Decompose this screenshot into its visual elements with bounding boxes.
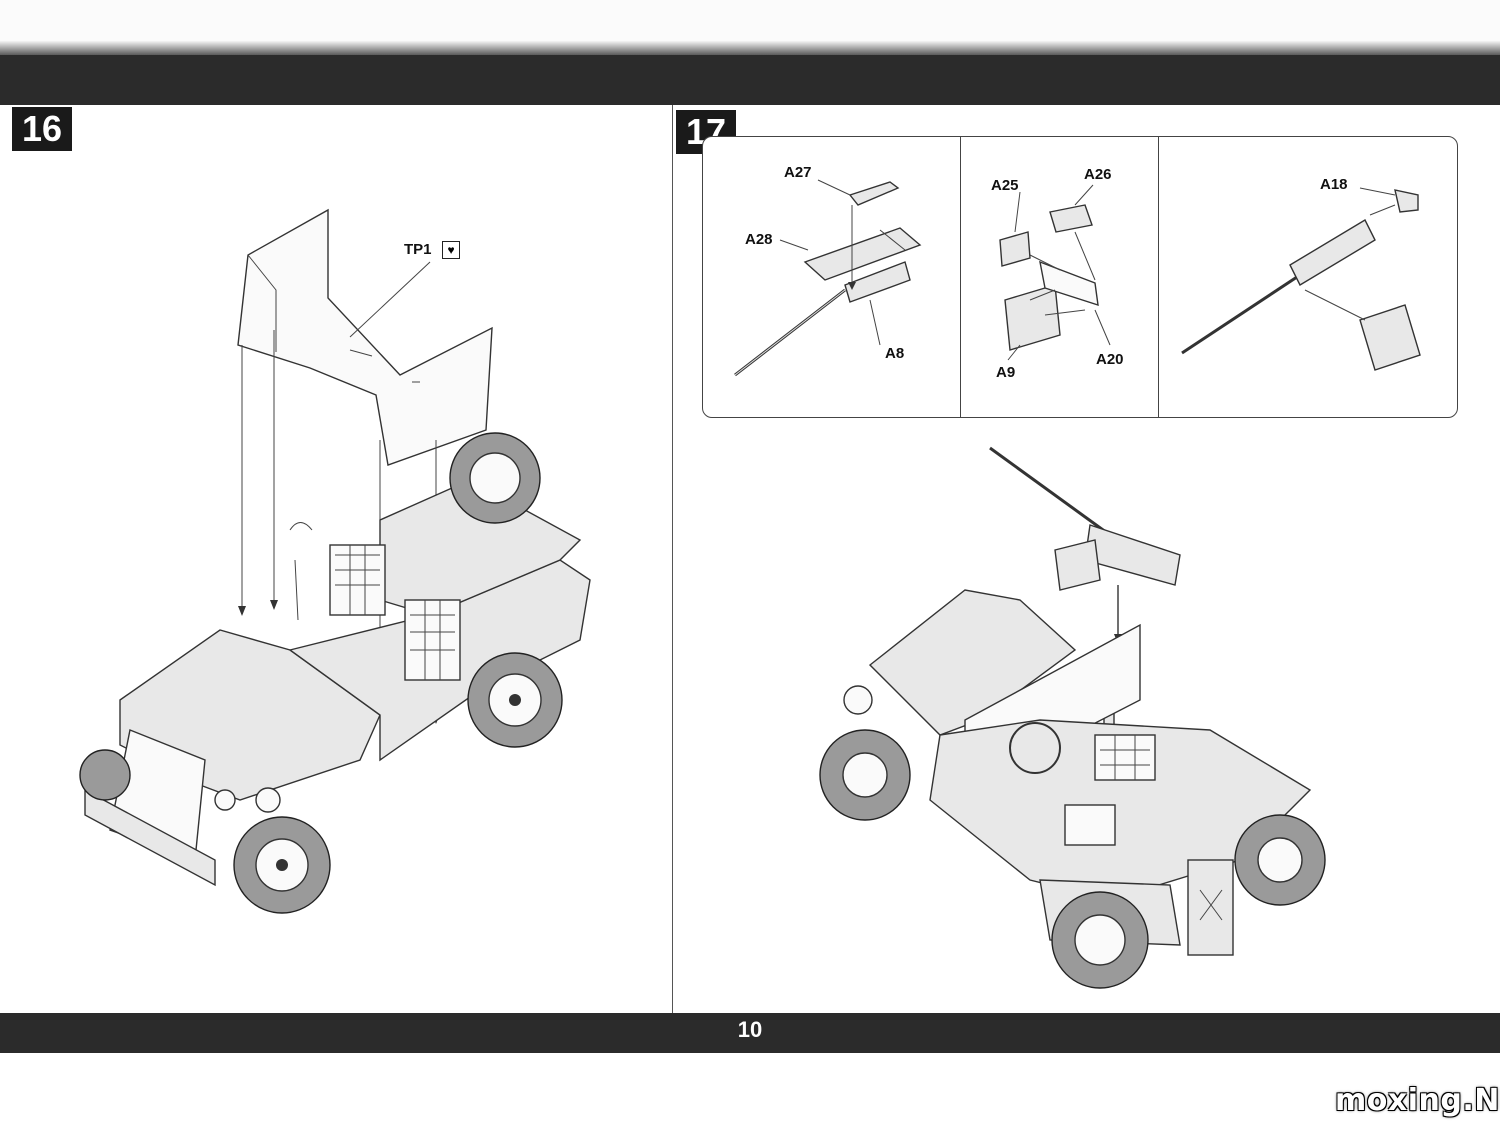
seat-right <box>404 599 461 681</box>
panel-divider-1 <box>960 136 961 418</box>
wheel-rear-right <box>467 652 563 748</box>
step-16-illustration <box>79 208 591 914</box>
step-17-subassemblies <box>734 179 1421 377</box>
callout-a27: A27 <box>784 164 812 181</box>
mg-subassembly-2 <box>1181 187 1421 371</box>
panel-divider-2 <box>1158 136 1159 418</box>
ammo-subassembly <box>999 184 1111 361</box>
callout-a9: A9 <box>996 364 1016 381</box>
wheel-front-right <box>233 816 331 914</box>
wheel-17-rear-left <box>1051 891 1149 989</box>
top-page-edge <box>0 40 1500 58</box>
jeep-front-bumper <box>84 788 216 887</box>
headlight <box>255 787 281 813</box>
broken-heart-icon: ♥ <box>442 241 460 259</box>
watermark-logo: moxing.NET <box>1335 1083 1500 1118</box>
mg-subassembly-1 <box>734 179 922 377</box>
seat-left <box>329 544 386 616</box>
top-header-band <box>0 55 1500 105</box>
callout-a26: A26 <box>1084 166 1112 183</box>
jerrycan <box>1187 859 1234 956</box>
callout-a18: A18 <box>1320 176 1348 193</box>
seat-17 <box>1094 734 1156 781</box>
step-17-illustration <box>819 446 1326 989</box>
mounted-ammo-box <box>1054 539 1101 591</box>
wheel-17-front-left <box>819 729 911 821</box>
spare-wheel-17 <box>1234 814 1326 906</box>
spare-wheel <box>449 432 541 524</box>
scan-margin <box>0 1053 1500 1125</box>
callout-a28: A28 <box>745 231 773 248</box>
canvas-top-tp1 <box>237 208 493 466</box>
page-number: 10 <box>737 1017 763 1042</box>
wheel-front-left <box>79 749 131 801</box>
callout-tp1: TP1 <box>404 241 432 258</box>
steering-wheel <box>1009 722 1061 774</box>
headlight-17 <box>843 685 873 715</box>
callout-a8: A8 <box>885 345 905 362</box>
bottom-footer-band <box>0 1013 1500 1053</box>
step-16-number: 16 <box>12 107 72 151</box>
callout-a20: A20 <box>1096 351 1124 368</box>
callout-a25: A25 <box>991 177 1019 194</box>
